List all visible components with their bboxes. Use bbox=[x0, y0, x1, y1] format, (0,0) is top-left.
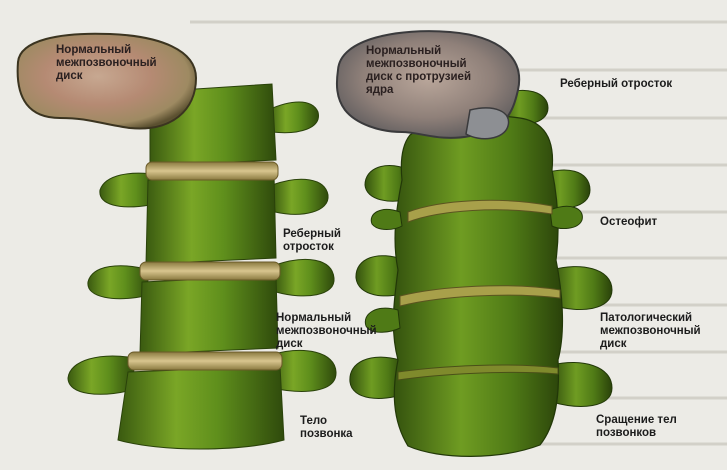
rib-process-right-2 bbox=[272, 179, 328, 214]
normal-disk-ring-3 bbox=[128, 352, 282, 370]
rib-process-left-3 bbox=[68, 356, 135, 394]
path-process-right-4 bbox=[552, 363, 612, 407]
label-vertebral-body: Тело позвонка bbox=[300, 415, 353, 441]
vertebra-4 bbox=[118, 366, 284, 449]
label-pathological-disk: Патологический межпозвоночный диск bbox=[600, 312, 701, 351]
normal-disk-ring-1 bbox=[146, 162, 278, 180]
normal-disk-ring-2 bbox=[140, 262, 280, 280]
rib-process-right-1 bbox=[268, 102, 318, 133]
osteophyte-spur-1 bbox=[371, 210, 402, 230]
nucleus-protrusion bbox=[466, 108, 509, 139]
label-normal-disk-top: Нормальный межпозвоночный диск bbox=[56, 44, 157, 83]
label-normal-disk-mid: Нормальный межпозвоночный диск bbox=[276, 312, 377, 351]
vertebra-2 bbox=[146, 174, 276, 264]
label-osteophyte: Остеофит bbox=[600, 216, 657, 229]
rib-process-right-3 bbox=[275, 259, 334, 295]
osteophyte-spur-2 bbox=[550, 206, 582, 228]
label-vertebrae-fusion: Сращение тел позвонков bbox=[596, 414, 677, 440]
vertebra-3 bbox=[140, 276, 278, 354]
label-rib-process-left: Реберный отросток bbox=[283, 228, 341, 254]
label-rib-process-right: Реберный отросток bbox=[560, 78, 672, 91]
label-protrusion-disk: Нормальный межпозвоночный диск с протруз… bbox=[366, 45, 471, 97]
